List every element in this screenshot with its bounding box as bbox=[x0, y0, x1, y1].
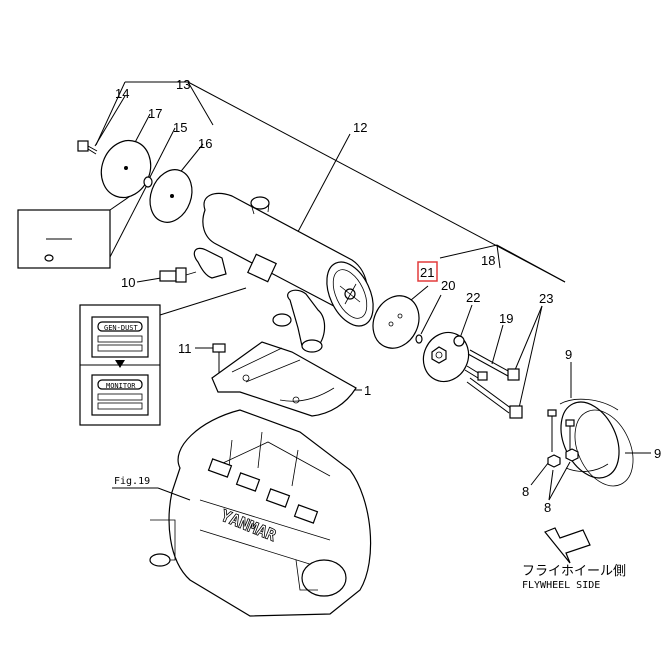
highlight-box bbox=[417, 261, 438, 282]
callout-9-upper: 9 bbox=[565, 347, 572, 362]
label-sticker bbox=[247, 253, 277, 283]
flywheel-jp-label: フライホイール側 bbox=[522, 563, 626, 578]
callout-12: 12 bbox=[353, 120, 367, 135]
nut-8b-icon bbox=[565, 448, 579, 462]
callout-8-left: 8 bbox=[522, 484, 529, 499]
callout-8-right: 8 bbox=[544, 500, 551, 515]
bracket-1 bbox=[211, 341, 357, 417]
engine-block: YANMAR bbox=[149, 409, 372, 617]
clamp-band-9 bbox=[547, 398, 634, 487]
o-ring-small-icon bbox=[44, 254, 54, 262]
callout-22: 22 bbox=[466, 290, 480, 305]
callout-23: 23 bbox=[539, 291, 553, 306]
callout-21: 21 bbox=[420, 265, 434, 280]
callout-11: 11 bbox=[178, 341, 192, 356]
callout-19: 19 bbox=[499, 311, 513, 326]
callout-14: 14 bbox=[115, 86, 129, 101]
plate-top-label: GEN-DUST bbox=[104, 324, 139, 332]
nut-8a-icon bbox=[547, 454, 561, 468]
muffler-body-12 bbox=[193, 192, 374, 353]
callout-16: 16 bbox=[198, 136, 212, 151]
callout-10: 10 bbox=[121, 275, 135, 290]
fig-reference-label: Fig.19 bbox=[114, 476, 150, 487]
callout-13: 13 bbox=[176, 77, 190, 92]
bolt-14-icon bbox=[77, 140, 98, 155]
figure-reference: Fig.19 bbox=[112, 476, 191, 501]
callout-15: 15 bbox=[173, 120, 187, 135]
callout-9-right: 9 bbox=[654, 446, 661, 461]
bolt-19-icon bbox=[464, 365, 488, 381]
arrow-direction-icon bbox=[544, 527, 591, 564]
plate-bottom-label: MONITOR bbox=[106, 382, 136, 390]
detail-box-15-1 bbox=[17, 209, 111, 269]
fitting-10-icon bbox=[159, 267, 197, 283]
callout-17: 17 bbox=[148, 106, 162, 121]
gasket-21-icon bbox=[372, 295, 420, 349]
flywheel-direction: フライホイール側 FLYWHEEL SIDE bbox=[522, 527, 626, 591]
plate-detail-box: GEN-DUST MONITOR bbox=[79, 304, 161, 426]
o-ring-15-icon bbox=[143, 176, 153, 188]
cap-22-icon bbox=[422, 331, 470, 383]
o-ring-20-icon bbox=[415, 334, 423, 344]
callout-1: 1 bbox=[364, 383, 371, 398]
flywheel-en-label: FLYWHEEL SIDE bbox=[522, 580, 600, 591]
arrow-down-icon bbox=[115, 360, 125, 368]
callout-18: 18 bbox=[481, 253, 495, 268]
callout-20: 20 bbox=[441, 278, 455, 293]
bolt-23-upper-icon bbox=[467, 349, 520, 381]
bolt-23-lower-icon bbox=[466, 377, 523, 419]
